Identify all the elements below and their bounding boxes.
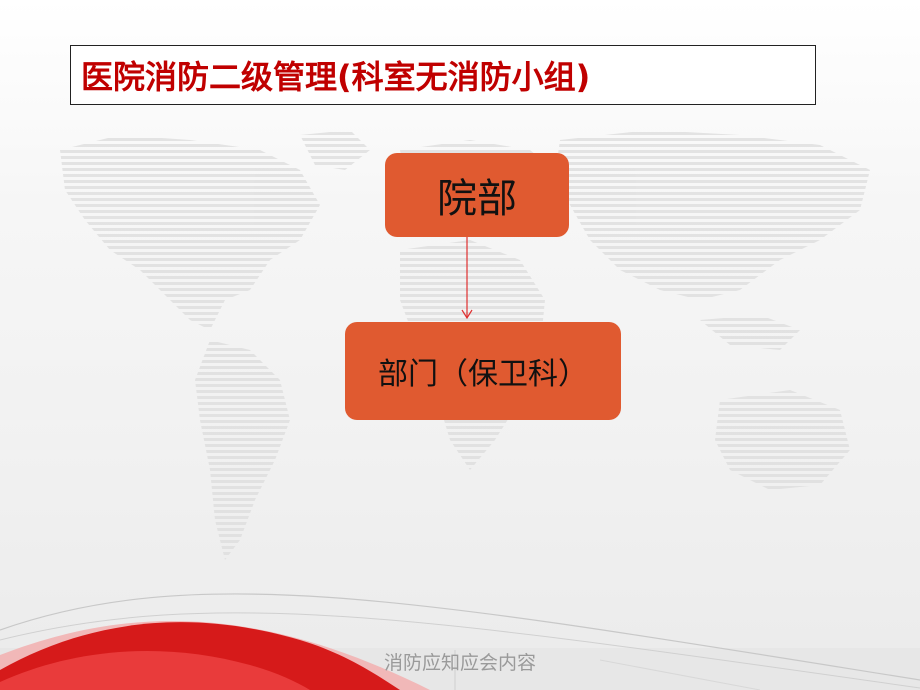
footer-caption: 消防应知应会内容 — [383, 652, 536, 674]
hospital-node-label: 院部 — [437, 176, 517, 222]
security-dept-node-label: 部门（保卫科） — [378, 357, 588, 392]
title-box: 医院消防二级管理(科室无消防小组) — [70, 45, 816, 105]
hospital-node: 院部 — [385, 153, 569, 237]
slide-title: 医院消防二级管理(科室无消防小组) — [81, 58, 591, 96]
security-dept-node: 部门（保卫科） — [345, 322, 621, 420]
